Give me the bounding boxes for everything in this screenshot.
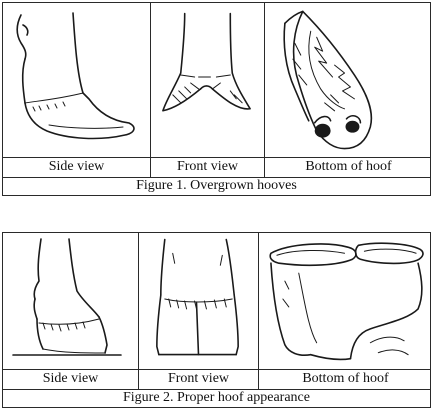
overgrown-hoof-bottom-view-drawing [283,10,373,150]
figure-1-front-view-cell [150,3,264,157]
figure-1-side-view-label: Side view [48,159,105,174]
figure-1-label-row: Side view Front view Bottom of hoof [3,157,430,178]
figure-1-side-view-cell [3,3,150,157]
figure-2-front-view-label: Front view [138,369,258,389]
overgrown-hoof-front-view-drawing [162,12,251,112]
figure-1-front-view-label: Front view [150,157,264,177]
proper-hoof-front-view-drawing [156,238,239,356]
figure-2-side-view-label: Side view [42,371,99,386]
proper-hoof-side-view-drawing [12,238,122,356]
figure-2-side-view-cell [3,233,138,369]
figure-2-bottom-of-hoof-label: Bottom of hoof [258,369,432,389]
figure-2-image-row [3,233,430,370]
figure-1-bottom-view-cell [264,3,432,157]
figure-1-table: Side view Front view Bottom of hoof Figu… [2,2,431,196]
figure-2-table: Side view Front view Bottom of hoof Figu… [2,232,431,408]
figure-2-caption: Figure 2. Proper hoof appearance [123,389,310,405]
figure-2-front-view-cell [138,233,258,369]
proper-hoof-bottom-view-drawing [269,242,424,361]
figure-1-image-row [3,3,430,158]
figure-2-bottom-view-cell [258,233,432,369]
figure-1-bottom-of-hoof-label: Bottom of hoof [264,157,432,177]
overgrown-hoof-side-view-drawing [16,12,135,140]
figure-1-caption: Figure 1. Overgrown hooves [136,177,297,193]
figure-2-label-row: Side view Front view Bottom of hoof [3,369,430,390]
